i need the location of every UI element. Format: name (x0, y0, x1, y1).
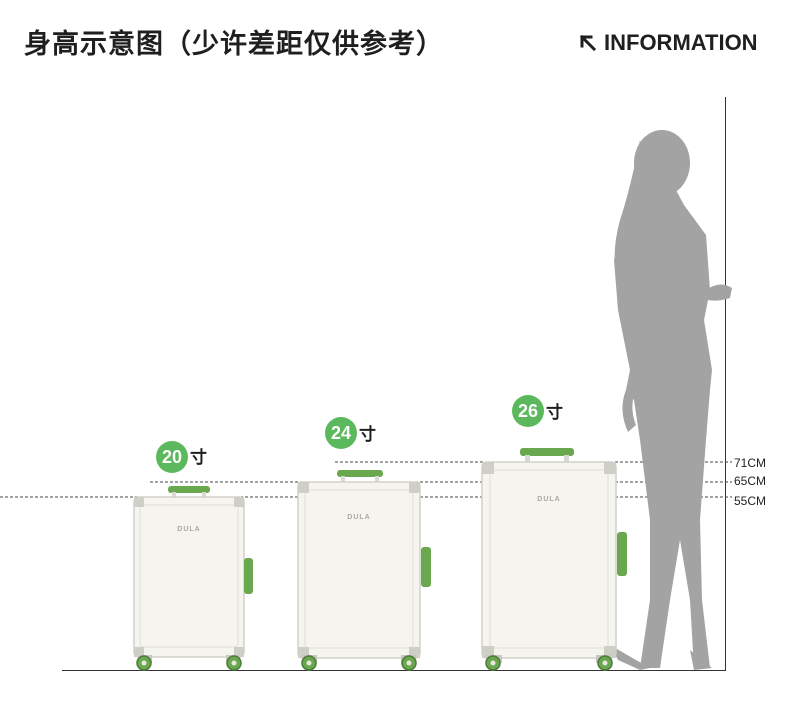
size-number-20: 20 (162, 447, 182, 467)
size-unit-26: 寸 (546, 402, 563, 423)
top-handle-26 (520, 448, 574, 456)
suitcase-shell-26 (481, 461, 617, 659)
top-handle-24 (337, 470, 383, 477)
size-badge-20 (156, 441, 188, 473)
suitcase-26: 26 寸 DULA (481, 395, 627, 671)
side-handle-20 (244, 558, 253, 594)
arrow-up-left-icon (579, 34, 597, 52)
height-label-71: 71CM (734, 456, 766, 470)
person-silhouette (610, 130, 732, 670)
size-unit-24: 寸 (359, 424, 376, 445)
brand-logo-24: DULA (347, 514, 370, 521)
suitcase-shell-20 (133, 496, 245, 658)
suitcase-24: 24 寸 DULA (297, 417, 431, 671)
suitcase-shell-24 (297, 481, 421, 659)
size-badge-24 (325, 417, 357, 449)
size-badge-26 (512, 395, 544, 427)
page-title: 身高示意图（少许差距仅供参考） (24, 29, 444, 60)
height-label-55: 55CM (734, 494, 766, 508)
top-handle-20 (168, 486, 210, 493)
brand-logo-26: DULA (537, 496, 560, 503)
size-number-24: 24 (331, 423, 351, 443)
side-handle-26 (617, 532, 627, 576)
information-link[interactable]: INFORMATION (578, 30, 758, 56)
size-number-26: 26 (518, 401, 538, 421)
information-label: INFORMATION (604, 30, 758, 55)
side-handle-24 (421, 547, 431, 587)
suitcase-20: 20 寸 DULA (133, 441, 253, 671)
brand-logo-20: DULA (177, 526, 200, 533)
height-label-65: 65CM (734, 474, 766, 488)
size-unit-20: 寸 (190, 447, 207, 468)
